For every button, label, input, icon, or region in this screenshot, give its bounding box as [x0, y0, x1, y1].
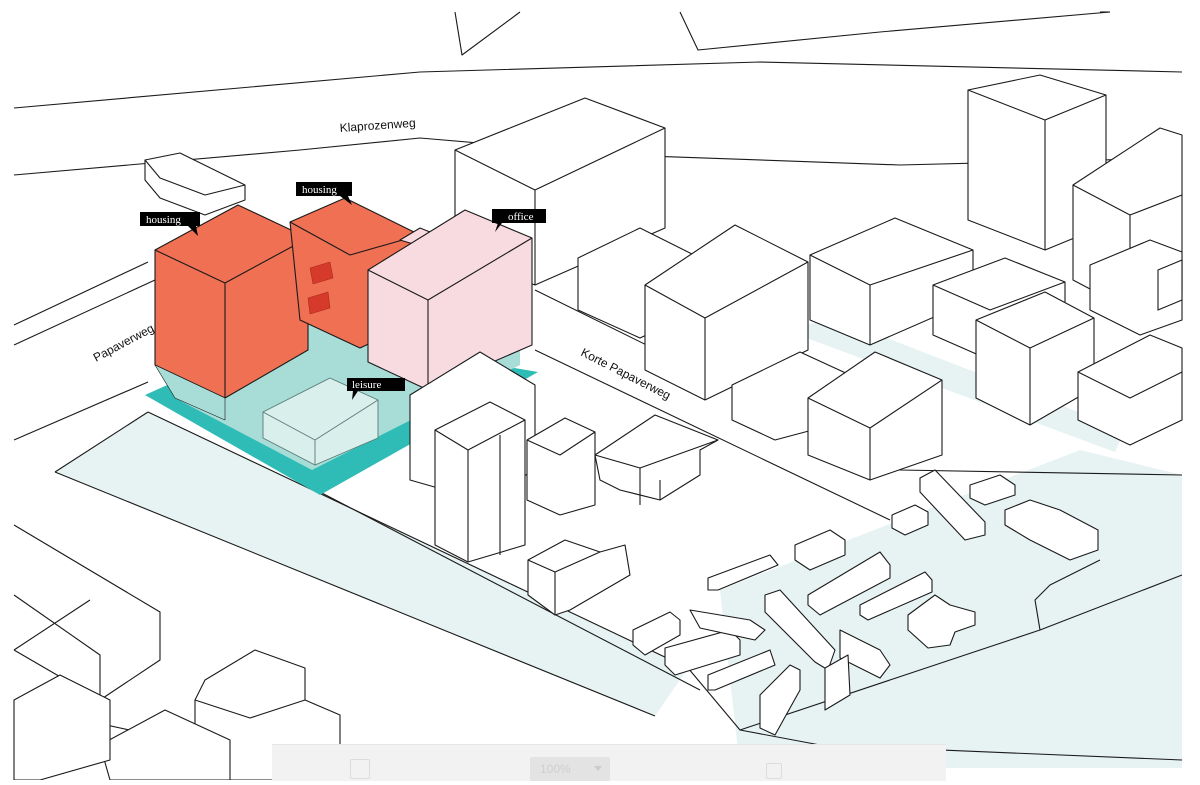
tag-housing-right-text: housing	[302, 184, 337, 196]
fullscreen-icon[interactable]	[350, 759, 370, 779]
housing-left-block	[154, 204, 309, 421]
harbour-buildings	[632, 469, 1099, 736]
tag-office: office	[492, 209, 546, 232]
tag-housing-left: housing	[140, 212, 200, 236]
tag-office-text: office	[508, 211, 534, 223]
zoom-value: 100%	[540, 762, 571, 776]
tag-leisure: leisure	[347, 378, 405, 400]
tag-housing-left-text: housing	[146, 214, 181, 226]
tag-leisure-text: leisure	[352, 379, 381, 391]
zoom-select[interactable]: 100%	[530, 757, 610, 781]
office-block	[367, 209, 533, 391]
tag-housing-right: housing	[296, 182, 352, 205]
street-label-klaprozenweg: Klaprozenweg	[339, 116, 416, 135]
leisure-box	[262, 377, 379, 466]
chevron-down-icon	[594, 766, 602, 771]
context-buildings	[454, 74, 1183, 481]
foreground-buildings	[409, 351, 719, 616]
function-tags: housing housing office leisure	[140, 182, 546, 400]
viewer-toolbar: 100%	[272, 744, 946, 781]
street-label-papaverweg: Papaverweg	[91, 321, 156, 365]
angled-building	[144, 152, 246, 216]
download-icon[interactable]	[766, 763, 782, 779]
